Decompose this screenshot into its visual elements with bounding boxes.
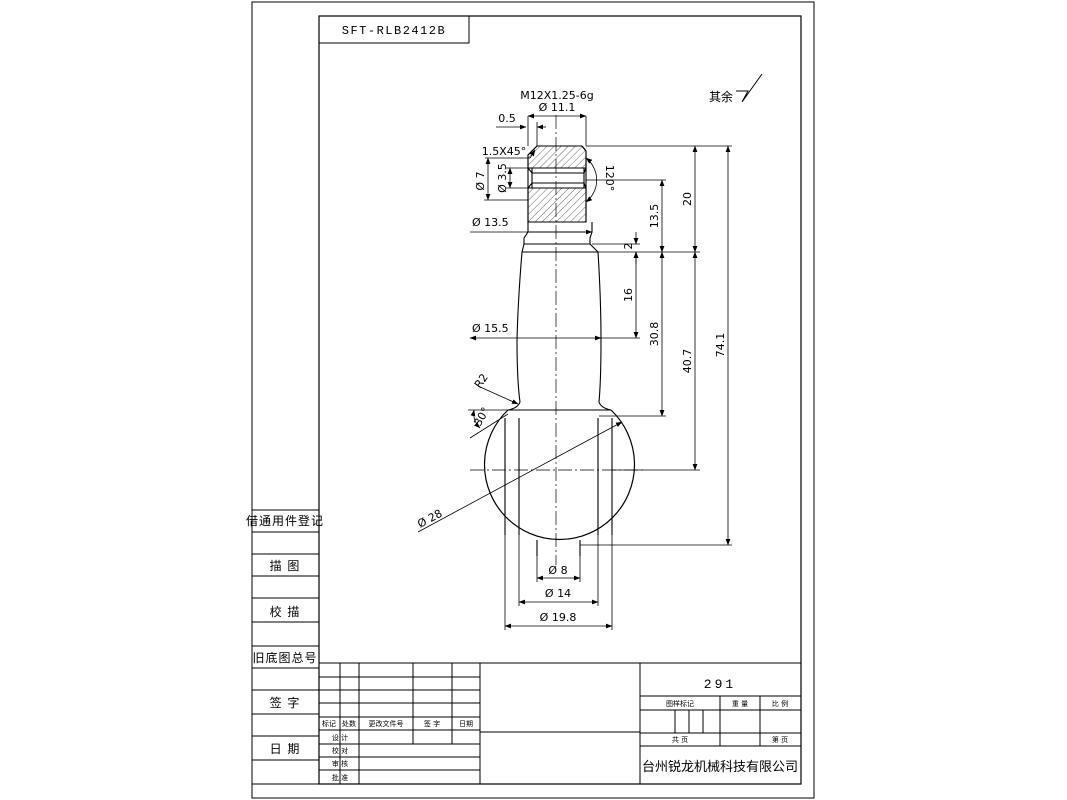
tb-sign: 签 字 xyxy=(424,719,440,728)
tb-design: 设 计 xyxy=(332,733,348,742)
dim-angle-120: 120° xyxy=(603,165,616,192)
tb-weight: 重 量 xyxy=(732,700,748,708)
roughness-symbol-icon xyxy=(736,73,763,103)
dim-thread: M12X1.25-6g xyxy=(520,89,593,102)
tb-total-pages: 共 页 xyxy=(672,735,688,744)
dim-chamfer: 1.5X45° xyxy=(482,145,527,158)
dim-v20: 20 xyxy=(681,192,694,206)
tb-date: 日期 xyxy=(459,720,473,728)
dim-v308: 30.8 xyxy=(648,322,661,347)
dimension-text: M12X1.25-6g Ø 11.1 0.5 1.5X45° Ø 7 Ø 3.5… xyxy=(415,89,727,624)
drawing-code: SFT-RLB2412B xyxy=(342,24,446,38)
dim-d198: Ø 19.8 xyxy=(540,611,577,624)
side-label-trace: 描 图 xyxy=(270,559,301,573)
head-hatch-bottom xyxy=(527,187,587,223)
surface-note-text: 其余 xyxy=(709,89,733,104)
dim-d14: Ø 14 xyxy=(545,587,571,600)
dim-d35: Ø 3.5 xyxy=(496,163,509,193)
dim-d155: Ø 15.5 xyxy=(472,322,509,335)
dim-v741: 74.1 xyxy=(714,333,727,358)
side-panel: 借通用件登记 描 图 校 描 旧底图总号 签 字 日 期 xyxy=(246,509,324,785)
head-hatch-top xyxy=(527,145,587,169)
dim-d05: 0.5 xyxy=(498,112,516,125)
tb-review: 审 核 xyxy=(332,759,348,768)
dimension-lines xyxy=(417,113,732,630)
drawing-code-box: SFT-RLB2412B xyxy=(318,15,470,44)
dim-d135: Ø 13.5 xyxy=(472,216,509,229)
dim-v2: 2 xyxy=(622,243,635,250)
part-geometry xyxy=(483,145,636,556)
tb-count: 处数 xyxy=(342,719,356,728)
tb-change-doc: 更改文件号 xyxy=(369,719,404,728)
dim-angle-30: 30° xyxy=(471,405,492,428)
tb-mark: 标记 xyxy=(322,719,336,728)
side-label-signature: 签 字 xyxy=(270,695,301,710)
tb-sheet-page: 第 页 xyxy=(772,735,788,744)
tb-approve: 批 准 xyxy=(332,773,348,782)
company-name: 台州锐龙机械科技有限公司 xyxy=(642,760,798,775)
tb-scale: 比 例 xyxy=(772,699,788,708)
side-label-check-trace: 校 描 xyxy=(270,604,301,619)
tb-drawing-mark: 图样标记 xyxy=(666,699,694,708)
side-label-date: 日 期 xyxy=(270,742,301,756)
side-label-old-base: 旧底图总号 xyxy=(252,650,317,665)
part-number: 291 xyxy=(704,677,736,692)
dim-d11: Ø 11.1 xyxy=(539,101,576,114)
dim-v135: 13.5 xyxy=(648,204,661,229)
side-label-registry: 借通用件登记 xyxy=(246,513,324,528)
dim-d8: Ø 8 xyxy=(548,564,567,577)
dim-d7: Ø 7 xyxy=(474,171,487,190)
dim-d28: Ø 28 xyxy=(415,507,444,531)
dim-v16: 16 xyxy=(622,288,635,302)
drawing-frame xyxy=(251,1,815,799)
tb-proof: 校 对 xyxy=(332,746,348,755)
dim-v407: 40.7 xyxy=(681,349,694,374)
surface-finish-note: 其余 xyxy=(709,73,763,104)
dim-r2: R2 xyxy=(472,371,491,390)
title-block: 标记 处数 更改文件号 签 字 日期 设 计 校 对 审 核 批 准 291 图… xyxy=(319,662,801,784)
